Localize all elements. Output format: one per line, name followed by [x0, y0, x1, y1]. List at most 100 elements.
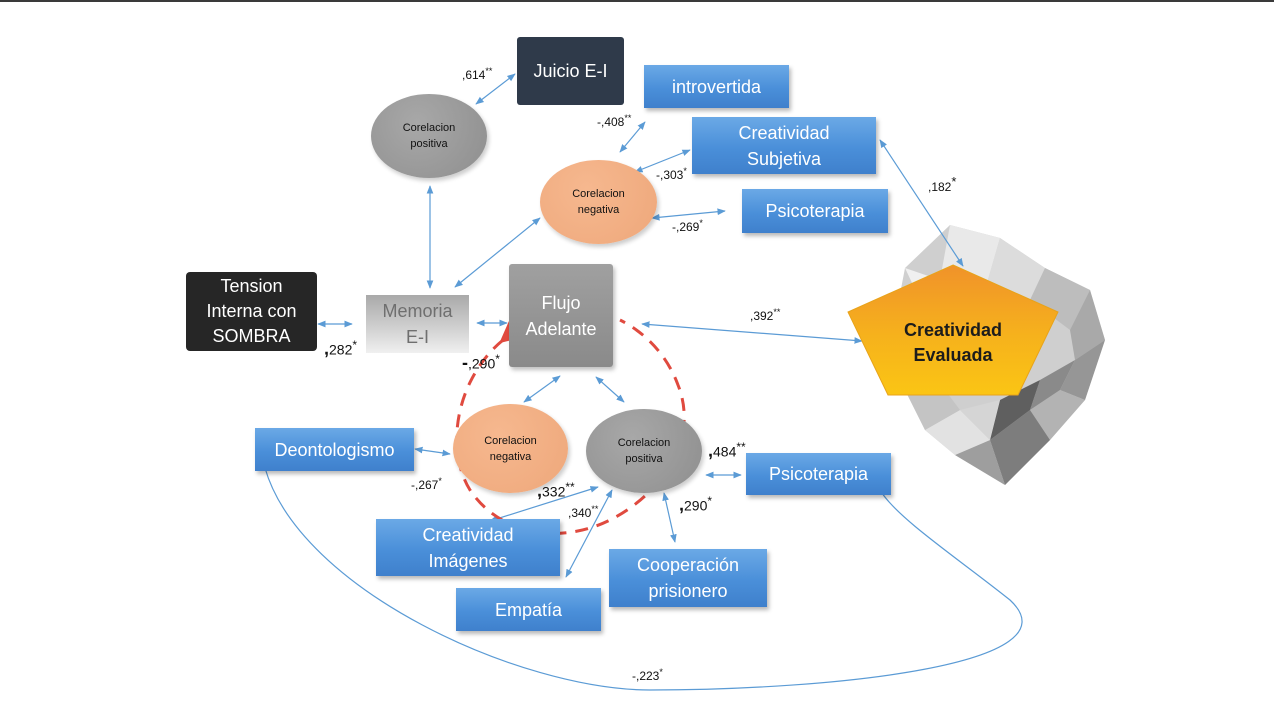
coef-340-value: ,340	[568, 506, 592, 520]
link-introvertida-negativa	[619, 121, 646, 153]
negativa-bottom-line1: Corelacion	[484, 434, 537, 447]
introvertida-label: introvertida	[671, 76, 762, 97]
flujo-adelante-box: Flujo Adelante	[509, 264, 613, 367]
creatividad-subjetiva-line1: Creatividad	[738, 122, 830, 143]
correlacion-positiva-top: Corelacion positiva	[371, 94, 487, 178]
link-juicio-positiva	[475, 73, 516, 105]
coef-303: -,303*	[656, 166, 687, 182]
coef-269-sig: *	[699, 218, 703, 228]
empatia-box: Empatía	[456, 588, 601, 631]
coef-290b-sig: *	[707, 494, 713, 508]
coef-282-lead: ,	[324, 338, 330, 359]
coef-290b-value: 290	[684, 497, 708, 514]
coef-484-lead: ,	[708, 440, 714, 461]
link-negativa-memoria	[454, 217, 541, 288]
creatividad-evaluada-label: Creatividad Evaluada	[846, 318, 1060, 368]
positiva-top-line2: positiva	[410, 138, 448, 150]
coef-182-value: ,182	[928, 180, 952, 194]
introvertida-box: introvertida	[644, 65, 789, 108]
link-deonto-negativa	[414, 446, 451, 457]
memoria-line2: E-I	[405, 327, 429, 347]
coef-340-sig: **	[591, 504, 599, 514]
link-cooperacion-positiva	[662, 492, 677, 543]
psicoterapia-bottom-label: Psicoterapia	[768, 464, 869, 484]
coef-392-sig: **	[773, 307, 781, 317]
cooperacion-line2: prisionero	[648, 581, 728, 601]
link-deonto-psicoterapia-loop	[264, 467, 1023, 691]
positiva-bottom-line1: Corelacion	[617, 437, 671, 449]
psicoterapia-top-box: Psicoterapia	[742, 189, 888, 233]
psicoterapia-bottom-box: Psicoterapia	[746, 453, 891, 495]
correlacion-negativa-top: Corelacion negativa	[540, 160, 657, 244]
link-flujo-positiva-bottom	[595, 376, 625, 403]
deontologismo-box: Deontologismo	[255, 428, 414, 471]
coef-408-value: -,408	[597, 115, 625, 129]
tension-line1: Tension	[220, 276, 283, 296]
flujo-line1: Flujo	[541, 293, 581, 313]
link-subjetiva-evaluada	[879, 139, 964, 267]
creatividad-imagenes-line1: Creatividad	[422, 524, 514, 545]
link-psicoterapia-negativa	[651, 208, 726, 221]
coef-614-value: ,614	[462, 68, 486, 82]
link-subjetiva-negativa	[634, 149, 691, 173]
coef-269-value: -,269	[672, 220, 700, 234]
coef-223-value: -,223	[632, 669, 660, 683]
coef-332-sig: **	[565, 480, 575, 494]
deontologismo-label: Deontologismo	[274, 439, 395, 460]
link-flujo-evaluada	[641, 321, 863, 344]
tension-line2: Interna con	[206, 301, 297, 321]
negativa-bottom-line2: negativa	[489, 450, 532, 463]
creatividad-subjetiva-box: Creatividad Subjetiva	[692, 117, 876, 174]
creatividad-imagenes-box: Creatividad Imágenes	[376, 519, 560, 576]
creatividad-evaluada-pentagon	[847, 264, 1059, 396]
coef-408-sig: **	[624, 113, 632, 123]
coef-269: -,269*	[672, 218, 703, 234]
correlacion-positiva-bottom: Corelacion positiva	[586, 409, 702, 493]
coef-484: ,484**	[708, 440, 746, 462]
coef-303-sig: *	[683, 166, 687, 176]
coef-484-value: 484	[713, 443, 737, 460]
top-border	[0, 0, 1274, 2]
creatividad-evaluada-line2: Evaluada	[913, 345, 993, 365]
coef-614-sig: **	[485, 66, 493, 76]
coef-282-sig: *	[352, 338, 358, 352]
coef-182: ,182*	[928, 174, 956, 194]
coef-267-value: -,267	[411, 478, 439, 492]
creatividad-subjetiva-line2: Subjetiva	[746, 148, 822, 169]
coef-392: ,392**	[750, 307, 780, 323]
tension-line3: SOMBRA	[212, 326, 291, 346]
negativa-top-line1: Corelacion	[572, 188, 625, 200]
coef-408: -,408**	[597, 113, 631, 129]
memoria-ei-box: Memoria E-I	[366, 295, 469, 353]
coef-290a-lead: -	[462, 352, 468, 373]
coef-484-sig: **	[736, 440, 746, 454]
coef-182-sig: *	[951, 174, 957, 189]
coef-392-value: ,392	[750, 309, 774, 323]
creatividad-evaluada-line1: Creatividad	[903, 320, 1003, 340]
link-empatia-positiva	[565, 489, 613, 578]
tension-sombra-box: Tension Interna con SOMBRA	[186, 272, 317, 351]
coef-223: -,223*	[632, 667, 663, 683]
positiva-top-line1: Corelacion	[402, 122, 456, 134]
psicoterapia-top-label: Psicoterapia	[765, 201, 865, 221]
coef-267: -,267*	[411, 476, 442, 492]
coef-332-lead: ,	[537, 480, 543, 501]
memoria-line1: Memoria	[382, 301, 453, 321]
coef-290b-lead: ,	[679, 494, 685, 515]
positiva-bottom-line2: positiva	[625, 453, 663, 465]
creatividad-imagenes-line2: Imágenes	[428, 550, 508, 571]
coef-340: ,340**	[568, 504, 598, 520]
negativa-top-line2: negativa	[577, 204, 620, 216]
coef-267-sig: *	[438, 476, 442, 486]
link-flujo-negativa-bottom	[523, 375, 561, 403]
coef-282-value: 282	[329, 341, 353, 358]
cooperacion-prisionero-box: Cooperación prisionero	[609, 549, 767, 607]
coef-332-value: 332	[542, 483, 566, 500]
empatia-label: Empatía	[494, 599, 563, 620]
coef-290a-sig: *	[495, 352, 500, 366]
coef-223-sig: *	[659, 667, 663, 677]
coef-290b: ,290*	[679, 494, 712, 516]
coef-332: ,332**	[537, 480, 575, 502]
coef-303-value: -,303	[656, 168, 684, 182]
